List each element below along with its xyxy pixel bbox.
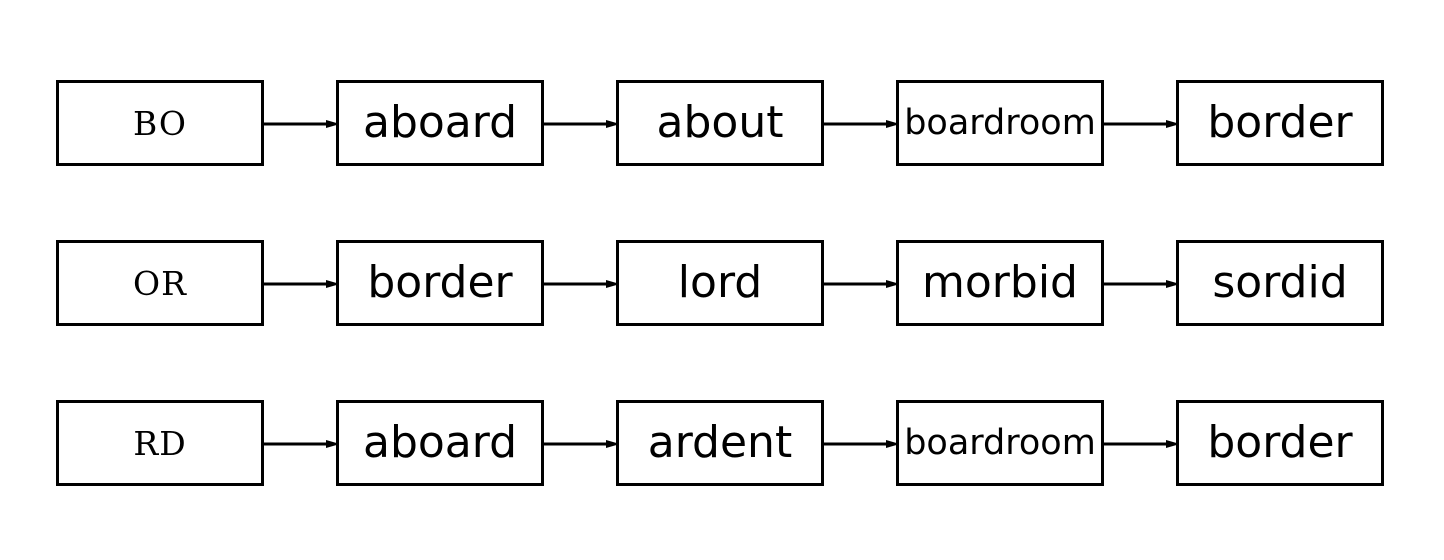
word-node: sordid <box>1176 240 1384 326</box>
arrow <box>544 120 620 128</box>
word-node: boardroom <box>896 400 1104 486</box>
word-node: aboard <box>336 400 544 486</box>
arrow <box>264 440 340 448</box>
word-node: ardent <box>616 400 824 486</box>
word-node: lord <box>616 240 824 326</box>
word-label: lord <box>677 257 763 308</box>
arrow <box>824 120 900 128</box>
arrow <box>264 120 340 128</box>
word-label: border <box>1207 417 1353 468</box>
word-label: ardent <box>647 417 793 468</box>
key-label: OR <box>133 263 187 303</box>
arrow <box>1104 280 1180 288</box>
list-row-or: OR border lord morbid sordid <box>0 240 1444 326</box>
arrow <box>544 280 620 288</box>
word-label: aboard <box>362 97 518 148</box>
word-label: sordid <box>1212 257 1348 308</box>
word-label: border <box>367 257 513 308</box>
key-node: OR <box>56 240 264 326</box>
word-label: boardroom <box>904 102 1096 143</box>
word-node: aboard <box>336 80 544 166</box>
key-node: BO <box>56 80 264 166</box>
word-node: morbid <box>896 240 1104 326</box>
word-node: border <box>336 240 544 326</box>
list-row-rd: RD aboard ardent boardroom border <box>0 400 1444 486</box>
arrow <box>264 280 340 288</box>
arrow <box>824 280 900 288</box>
key-label: RD <box>133 423 187 463</box>
word-node: border <box>1176 80 1384 166</box>
word-label: boardroom <box>904 422 1096 463</box>
word-node: boardroom <box>896 80 1104 166</box>
arrow <box>544 440 620 448</box>
word-label: border <box>1207 97 1353 148</box>
arrow <box>824 440 900 448</box>
word-label: morbid <box>922 257 1078 308</box>
arrow <box>1104 120 1180 128</box>
word-label: about <box>656 97 784 148</box>
arrow <box>1104 440 1180 448</box>
word-node: about <box>616 80 824 166</box>
key-label: BO <box>133 103 187 143</box>
key-node: RD <box>56 400 264 486</box>
word-node: border <box>1176 400 1384 486</box>
word-label: aboard <box>362 417 518 468</box>
list-row-bo: BO aboard about boardroom border <box>0 80 1444 166</box>
